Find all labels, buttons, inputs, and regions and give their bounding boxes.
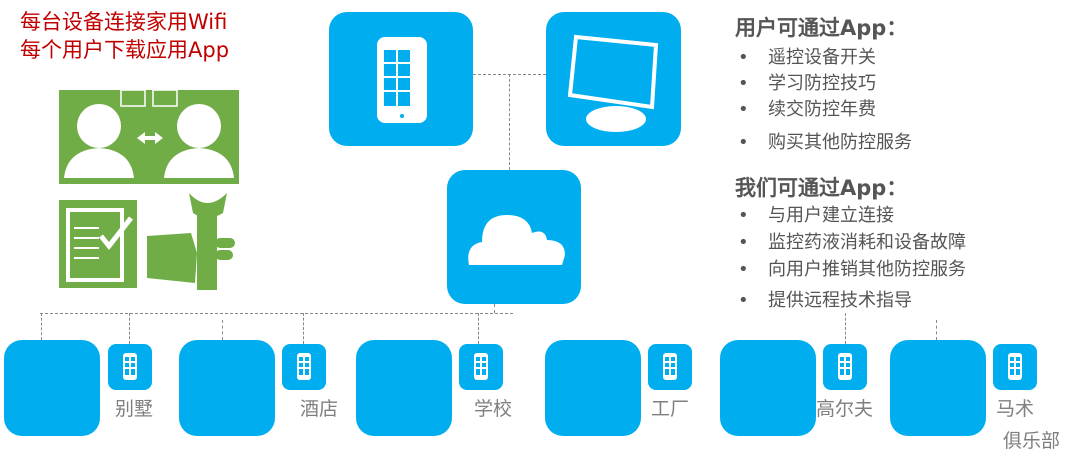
- our-section-title: 我们可通过App：: [735, 176, 908, 200]
- connector-line: [40, 313, 513, 314]
- venue-app-box: [823, 344, 867, 390]
- venue-app-box: [282, 344, 326, 390]
- venue-label: 学校: [474, 398, 513, 420]
- user-item: •学习防控技巧: [738, 73, 876, 94]
- connector-line: [845, 313, 846, 344]
- smartphone-icon: [108, 353, 152, 394]
- venue-device-box: [179, 340, 275, 436]
- connector-line: [303, 313, 304, 344]
- smartphone-icon: [377, 37, 427, 123]
- venue-device-box: [4, 340, 100, 436]
- smartphone-icon: [282, 353, 326, 394]
- computer-node: [546, 12, 681, 146]
- people-chat-icon: [59, 89, 239, 184]
- venue-label: 工厂: [651, 398, 690, 420]
- venue-label: 高尔夫: [816, 398, 874, 420]
- checklist-icon: [59, 200, 137, 288]
- smartphone-node: [329, 12, 473, 146]
- intro-line-1: 每台设备连接家用Wifi: [20, 10, 228, 34]
- smartphone-icon: [993, 353, 1037, 394]
- our-item: •提供远程技术指导: [738, 290, 912, 311]
- smartphone-icon: [459, 353, 503, 394]
- connector-line: [478, 313, 479, 344]
- venue-app-box: [993, 344, 1037, 390]
- connector-line: [936, 320, 937, 340]
- venue-device-box: [545, 340, 641, 436]
- our-item: •向用户推销其他防控服务: [738, 259, 966, 280]
- connector-line: [222, 320, 223, 340]
- cloud-icon: [468, 215, 565, 265]
- wrench-hand-icon: [147, 193, 235, 290]
- venue-device-box: [890, 340, 986, 436]
- cloud-node: [447, 170, 581, 304]
- our-item: •监控药液消耗和设备故障: [738, 232, 966, 253]
- intro-line-2: 每个用户下载应用App: [20, 38, 230, 62]
- venue-app-box: [648, 344, 692, 390]
- venue-label: 马术: [996, 398, 1035, 420]
- user-item: •遥控设备开关: [738, 47, 876, 68]
- venue-label-2: 俱乐部: [1003, 430, 1061, 452]
- user-item: •购买其他防控服务: [738, 132, 912, 153]
- venue-label: 别墅: [115, 398, 154, 420]
- monitor-icon: [567, 34, 659, 132]
- our-item: •与用户建立连接: [738, 205, 894, 226]
- service-illustration: [59, 89, 239, 290]
- smartphone-icon: [823, 353, 867, 394]
- smartphone-icon: [648, 353, 692, 394]
- connector-line: [129, 313, 130, 344]
- venue-app-box: [108, 344, 152, 390]
- venue-app-box: [459, 344, 503, 390]
- user-section-title: 用户可通过App：: [735, 16, 908, 40]
- venue-label: 酒店: [300, 398, 339, 420]
- connector-line: [494, 304, 495, 313]
- venue-device-box: [356, 340, 452, 436]
- user-item: •续交防控年费: [738, 99, 876, 120]
- connector-line: [41, 313, 42, 340]
- venue-device-box: [720, 340, 816, 436]
- connector-line: [509, 74, 510, 170]
